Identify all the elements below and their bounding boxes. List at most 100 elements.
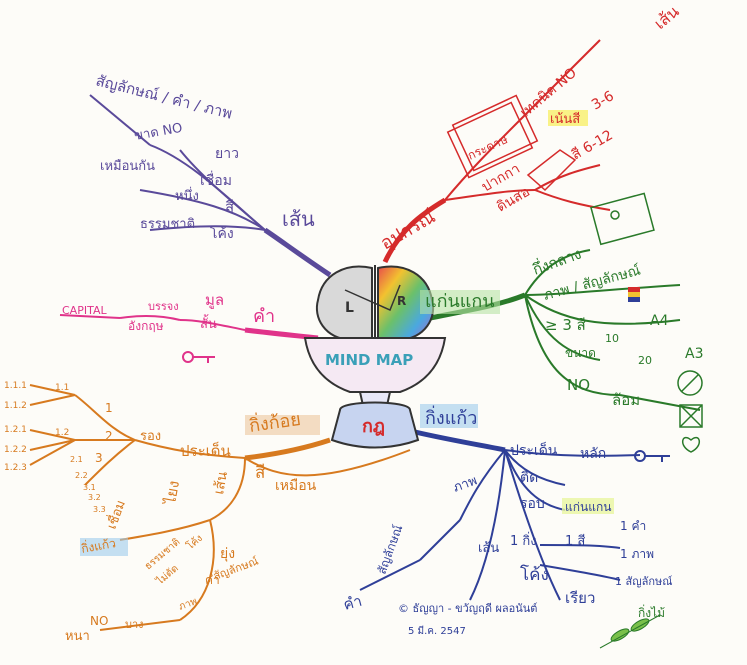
branch-top-right-lines (382, 39, 611, 264)
tl-sub-4: เหมือนกัน (100, 158, 155, 174)
bl-sub-19: เหมือน (275, 478, 317, 494)
tr-sub-0: กระดาษ (465, 132, 510, 163)
br-sub-14: โค้ง (520, 564, 549, 585)
br-sub-10: 1 คำ (620, 519, 646, 533)
tl-sub-3: เชื่อม (200, 171, 232, 189)
tl-sub-5: หนึ่ง (175, 187, 199, 204)
bl-sub-27: ภาพ (177, 596, 198, 613)
branch-top-left-text: เส้น สัญลักษณ์ / คำ / ภาพ ขาด NO ยาว เชื… (94, 71, 315, 242)
bl-sub-17: เส้น (211, 470, 231, 496)
tl-sub-8: โค้ง (210, 225, 234, 242)
br-sub-8: 1 กิ่ง (510, 532, 537, 549)
bl-sub-29: ยุ่ง (220, 546, 235, 562)
branch-left-main: คำ (253, 306, 275, 327)
branch-right-text: แก่นแกน กึ่งกลาง ภาพ / สัญลักษณ์ ≥ 3 สี … (425, 243, 703, 409)
br-sub-13: เส้น (478, 541, 499, 556)
r-sub-5: ขนาด (565, 346, 596, 360)
center-title: MIND MAP (325, 351, 413, 369)
highlight-kaen-kaen-main (420, 290, 500, 314)
pencil-icon (526, 149, 577, 192)
br-sub-12: 1 สัญลักษณ์ (615, 575, 672, 588)
bl-sub-11: 3 (95, 451, 103, 465)
highlight-kaen-kaen (562, 498, 614, 514)
highlight-neen-si (548, 110, 588, 126)
central-image (303, 265, 447, 449)
bl-sub-6: 1.2.3 (4, 463, 27, 473)
tr-sub-2: เส้น (650, 2, 682, 33)
branch-bottom-right-main: กิ่งแก้ว (425, 405, 477, 429)
prohibit-circle-icon (677, 370, 703, 396)
tr-sub-5: เน้นสี (550, 111, 580, 127)
cup-bowl (303, 337, 447, 393)
cup-base (330, 401, 420, 449)
r-sub-6: 20 (638, 354, 652, 367)
tl-sub-2: ยาว (215, 146, 239, 162)
branch-left-text: คำ มูล สั้น CAPITAL บรรจง อังกฤษ (62, 291, 275, 333)
branch-bottom-right-lines (359, 429, 641, 601)
branch-top-left-main: เส้น (282, 207, 315, 231)
prohibit-box-icon (679, 404, 703, 453)
r-sub-7: A3 (685, 346, 703, 362)
bl-sub-8: 1.2 (55, 428, 69, 438)
bl-sub-7: 1.1 (55, 383, 69, 393)
r-sub-3: 10 (605, 332, 619, 345)
br-sub-7: แก่นแกน (565, 500, 611, 514)
br-sub-1: หลัก (580, 446, 606, 462)
br-sub-16: กิ่งไม้ (638, 604, 665, 620)
br-sub-4: คำ (341, 592, 363, 614)
l-sub-4: อังกฤษ (128, 319, 164, 333)
bl-sub-13: 2.2 (75, 471, 88, 480)
branch-top-left-lines (89, 94, 332, 278)
bl-sub-0: ประเด็น (180, 441, 231, 460)
bl-sub-31: บาง (125, 618, 144, 631)
branch-top-right-text: อุปกรณ์ กระดาษ เทคนิค NO เส้น ปากกา ดินส… (377, 2, 683, 255)
flag-icon (628, 287, 640, 302)
branch-right-main: แก่นแกน (425, 291, 495, 312)
l-sub-1: สั้น (200, 314, 217, 332)
highlight-king-koi (245, 415, 320, 435)
l-sub-2: CAPITAL (62, 304, 107, 317)
bl-sub-12: 2.1 (70, 455, 83, 464)
bl-sub-3: 1.1.2 (4, 401, 27, 411)
l-sub-0: มูล (205, 291, 224, 309)
r-sub-0: กึ่งกลาง (530, 243, 584, 279)
branch-bottom-left-lines (29, 384, 411, 631)
br-sub-5: ติด (520, 470, 538, 486)
center-right-letter: R (397, 294, 406, 308)
signature: © ธัญญา - ขวัญฤดี ผลอนันต์ 5 มี.ค. 2547 (398, 602, 537, 637)
bl-sub-1: รอง (140, 429, 161, 444)
tl-sub-6: สี (225, 198, 234, 216)
br-sub-15: เรียว (565, 589, 595, 607)
key-icon-left (182, 351, 215, 363)
bl-sub-32: NO (90, 614, 108, 628)
r-sub-8: NO (567, 376, 590, 394)
bl-sub-30: หนา (65, 629, 90, 644)
highlight-king-kaew-2 (80, 538, 128, 556)
br-sub-3: สัญลักษณ์ (375, 523, 406, 576)
tl-sub-7: ธรรมชาติ (140, 217, 195, 232)
tl-sub-1: ขาด NO (133, 121, 184, 144)
branch-bottom-left-text: กิ่งก้อย ประเด็น รอง 1.1.1 1.1.2 1.2.1 1… (4, 381, 317, 644)
bl-sub-10: 2 (105, 429, 113, 443)
bl-sub-21: เชื่อม (103, 498, 129, 532)
br-sub-6: รอบ (520, 496, 545, 512)
bl-sub-26: คำ (205, 573, 220, 587)
bl-sub-18: สี (255, 463, 266, 483)
bl-sub-14: 3.1 (83, 483, 96, 492)
tr-sub-6: 3-6 (589, 88, 617, 113)
bl-sub-5: 1.2.2 (4, 445, 27, 455)
signature-line2: 5 มี.ค. 2547 (408, 625, 466, 637)
bl-sub-28: สัญลักษณ์ (212, 555, 261, 583)
br-sub-0: ประเด็น (510, 441, 558, 459)
r-sub-2: ≥ 3 สี (545, 316, 586, 334)
signature-line1: © ธัญญา - ขวัญฤดี ผลอนันต์ (398, 602, 537, 615)
paper-stack-icon (446, 94, 539, 179)
bl-sub-24: โค้ง (184, 531, 205, 552)
bl-sub-16: 3.3 (93, 505, 106, 514)
center-left-letter: L (345, 300, 354, 316)
highlight-king-kaew (420, 404, 478, 428)
br-sub-9: 1 สี (565, 533, 585, 549)
bl-sub-22: กิ่งแก้ว (80, 534, 117, 556)
bl-sub-20: ไยง (161, 479, 183, 506)
